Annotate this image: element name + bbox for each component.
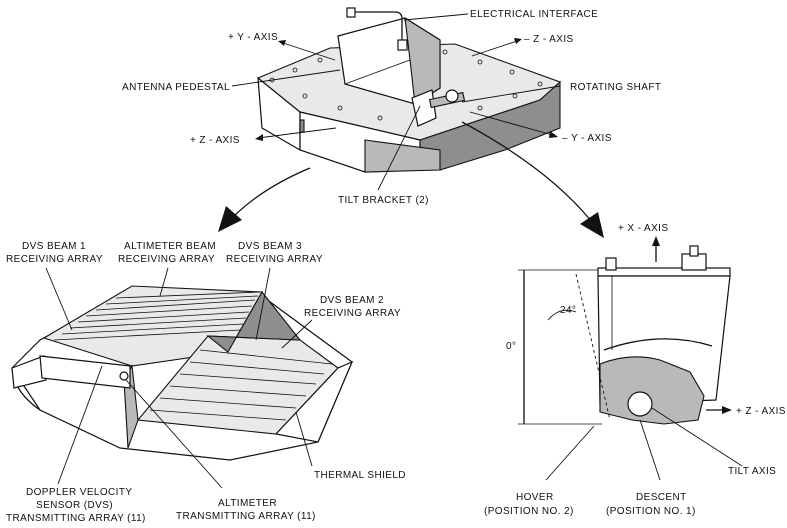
receiving-array-assembly <box>11 285 354 461</box>
label-plus-y-axis: + Y - AXIS <box>228 32 278 43</box>
label-doppler-line3: TRANSMITTING ARRAY (11) <box>6 513 146 524</box>
label-minus-z-axis: – Z - AXIS <box>524 34 574 45</box>
label-altimeter-beam-line1: ALTIMETER BEAM <box>124 241 216 252</box>
side-view-antenna-section <box>599 356 705 425</box>
label-dvs-beam1-line1: DVS BEAM 1 <box>22 241 86 252</box>
label-plus-x-axis: + X - AXIS <box>618 223 668 234</box>
electrical-connector <box>397 39 408 51</box>
label-angle-24: 24° <box>560 305 576 316</box>
label-dvs-beam2-line2: RECEIVING ARRAY <box>304 308 401 319</box>
label-hover-line1: HOVER <box>516 492 554 503</box>
arrow-to-side-view <box>461 121 593 223</box>
label-doppler-line1: DOPPLER VELOCITY <box>26 487 132 498</box>
dvs-beam3-wall <box>206 291 302 353</box>
label-tilt-bracket: TILT BRACKET (2) <box>338 195 429 206</box>
label-descent-line1: DESCENT <box>636 492 687 503</box>
label-altimeter-beam-line2: RECEIVING ARRAY <box>118 254 215 265</box>
label-antenna-pedestal: ANTENNA PEDESTAL <box>122 82 230 93</box>
receiving-ribs <box>53 291 261 341</box>
label-dvs-beam3-line2: RECEIVING ARRAY <box>226 254 323 265</box>
label-altimeter-tx-line1: ALTIMETER <box>218 498 277 509</box>
detail-arrows <box>218 121 604 238</box>
side-view-flange <box>597 267 731 277</box>
label-minus-y-axis: – Y - AXIS <box>562 133 612 144</box>
label-doppler-line2: SENSOR (DVS) <box>36 500 113 511</box>
arrow-to-array-view <box>231 167 311 219</box>
label-dvs-beam1-line2: RECEIVING ARRAY <box>6 254 103 265</box>
tray-left-rim <box>11 355 47 389</box>
arrow-head-left <box>218 206 242 232</box>
arrow-head-right <box>580 212 604 238</box>
dvs-beam2-receiving-panel <box>136 335 339 435</box>
twenty-four-degree-line <box>575 273 611 421</box>
top-unit-leaders <box>231 13 561 191</box>
pedestal-bolts <box>269 49 543 121</box>
label-dvs-beam3-line1: DVS BEAM 3 <box>238 241 302 252</box>
label-electrical-interface: ELECTRICAL INTERFACE <box>470 9 598 20</box>
array-leaders <box>45 267 313 489</box>
label-angle-0: 0° <box>506 341 516 352</box>
label-thermal-shield: THERMAL SHIELD <box>314 470 406 481</box>
label-rotating-shaft: ROTATING SHAFT <box>570 82 661 93</box>
label-dvs-beam2-line1: DVS BEAM 2 <box>320 295 384 306</box>
antenna-pedestal-assembly <box>256 7 562 173</box>
label-altimeter-tx-line2: TRANSMITTING ARRAY (11) <box>176 511 316 522</box>
dvs-beam2-ribs <box>149 349 333 421</box>
label-tilt-axis: TILT AXIS <box>728 466 776 477</box>
pedestal-lower-block <box>364 139 441 173</box>
tilt-side-view <box>518 236 743 481</box>
label-plus-z-axis-side: + Z - AXIS <box>736 406 786 417</box>
tilt-axis-pivot <box>627 391 653 417</box>
label-plus-z-axis-top: + Z - AXIS <box>190 135 240 146</box>
dvs-transmitting-array <box>39 355 131 389</box>
electrical-cable <box>352 11 403 46</box>
label-descent-line2: (POSITION NO. 1) <box>606 506 696 517</box>
label-hover-line2: (POSITION NO. 2) <box>484 506 574 517</box>
